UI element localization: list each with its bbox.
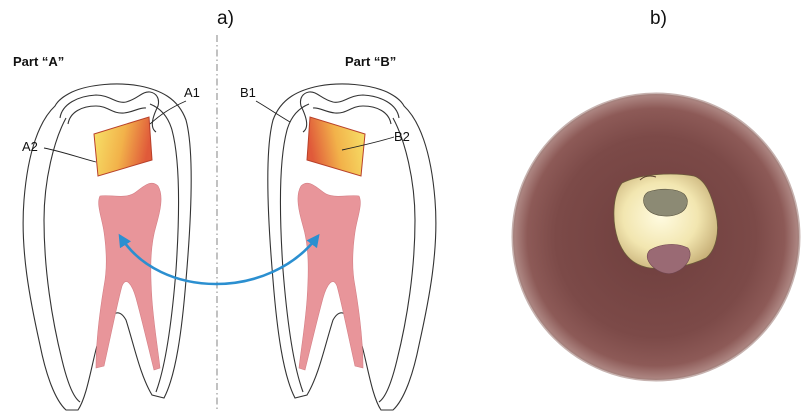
tooth-a-pulp <box>96 183 161 370</box>
specimen-disc <box>513 94 799 380</box>
panel-b-label: b) <box>650 8 667 29</box>
part-a-label: Part “A” <box>13 54 64 69</box>
callout-a2: A2 <box>22 139 38 154</box>
callout-a1: A1 <box>184 85 200 100</box>
part-b-label: Part “B” <box>345 54 396 69</box>
callout-b2: B2 <box>394 129 410 144</box>
cavity-area <box>644 189 688 216</box>
callout-b1: B1 <box>240 85 256 100</box>
tooth-b <box>268 84 436 410</box>
tooth-a <box>23 84 191 410</box>
restoration-a <box>94 117 152 176</box>
panel-a-label: a) <box>217 8 234 29</box>
tooth-b-pulp <box>298 183 363 370</box>
